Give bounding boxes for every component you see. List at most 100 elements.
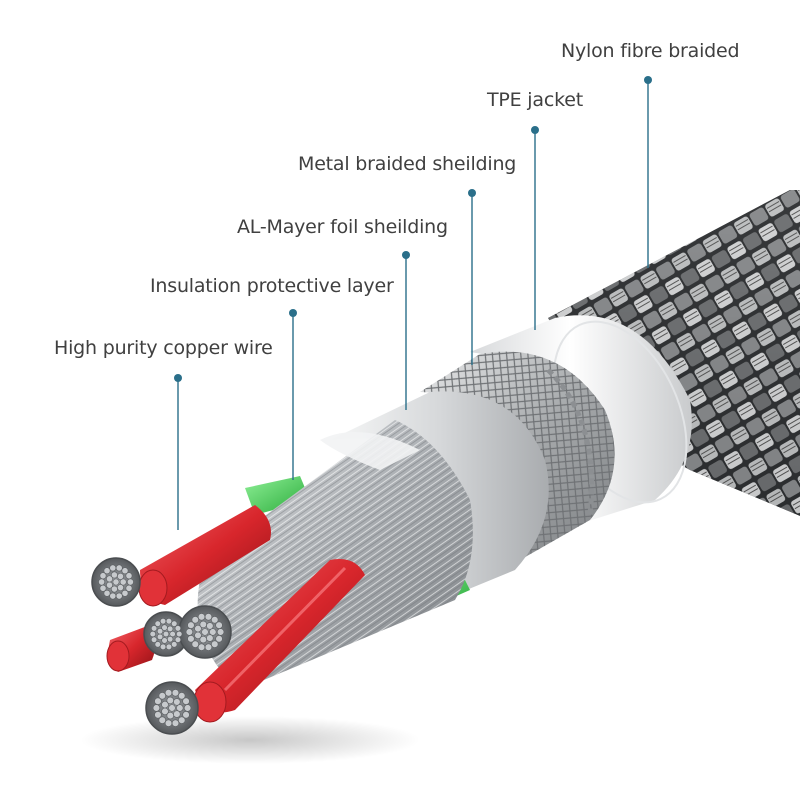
strand-dot	[206, 622, 214, 630]
strand-dot	[201, 628, 209, 636]
strand-dot	[115, 592, 123, 600]
label-tpe: TPE jacket	[487, 89, 583, 111]
strand-dot	[154, 620, 161, 627]
strand-dot	[204, 643, 213, 651]
strand-dot	[171, 620, 178, 627]
strand-dot	[171, 719, 180, 727]
strand-dot	[99, 584, 107, 592]
strand-dot	[117, 572, 124, 580]
strand-dot	[194, 631, 202, 640]
strand-dot	[161, 700, 169, 709]
strand-dot	[197, 643, 206, 651]
strand-dot	[199, 635, 207, 644]
strand-dot	[166, 696, 174, 705]
label-foil: AL-Mayer foil sheilding	[237, 216, 448, 238]
strand-dot	[199, 620, 207, 629]
cable-shadow	[80, 716, 420, 764]
strand-dot	[162, 630, 170, 638]
strand-dot	[191, 640, 199, 648]
strand-dot	[173, 710, 181, 718]
label-insulation: Insulation protective layer	[150, 275, 394, 297]
strand-dot	[183, 704, 192, 712]
strand-dot	[166, 625, 174, 632]
strand-dot	[216, 628, 225, 636]
strand-dot	[161, 624, 168, 631]
strand-dot	[215, 621, 223, 629]
strand-dot	[119, 578, 127, 586]
strand-dot	[121, 567, 129, 575]
strand-dot	[150, 636, 158, 643]
foil-layer	[330, 391, 549, 605]
strand-dot	[164, 689, 173, 697]
strand-dot	[156, 627, 164, 635]
strand-dot	[182, 711, 190, 719]
strand-dot	[165, 643, 173, 651]
strand-dot	[154, 641, 161, 648]
strand-dot	[106, 581, 113, 589]
strand-dot	[178, 692, 186, 700]
strand-dot	[110, 571, 118, 579]
strand-dot	[161, 637, 168, 644]
strand-dot	[174, 636, 182, 643]
strand-dot	[211, 640, 219, 648]
strand-dot	[125, 584, 133, 592]
strand-dot	[166, 711, 174, 720]
strand-dot	[169, 630, 176, 638]
strand-dot	[211, 616, 219, 624]
strand-end-dots	[98, 564, 225, 727]
strand-dot	[103, 589, 111, 597]
strand-dot	[106, 575, 113, 583]
strand-dot	[197, 613, 206, 621]
strand-dot	[126, 578, 134, 586]
strand-dot	[191, 616, 199, 624]
strand-dot	[154, 711, 162, 719]
strand-dot	[103, 567, 111, 575]
strand-dot	[115, 564, 123, 572]
strand-dot	[174, 625, 182, 632]
copper-wires	[106, 505, 365, 723]
metal-braid-layer	[420, 351, 615, 560]
strand-dot	[171, 641, 178, 648]
leader-lines	[174, 76, 652, 530]
strand-dot	[168, 704, 176, 712]
strand-dot	[149, 630, 156, 638]
strand-dot	[185, 628, 194, 636]
strand-dot	[178, 716, 186, 724]
strand-dot	[161, 707, 169, 716]
nylon-braid-layer	[548, 190, 800, 516]
strand-dot	[164, 719, 173, 727]
strand-dot	[159, 617, 167, 625]
strand-dot	[158, 716, 166, 724]
strand-dot	[158, 692, 166, 700]
strand-dot	[173, 698, 181, 706]
strand-dot	[125, 572, 133, 580]
strand-dot	[98, 578, 106, 586]
label-metal-braid: Metal braided sheilding	[298, 153, 517, 175]
strand-dot	[159, 643, 167, 651]
strand-dot	[166, 636, 174, 643]
strand-dot	[176, 630, 183, 638]
strand-dot	[152, 704, 161, 712]
strand-dot	[182, 697, 190, 705]
strand-dot	[112, 578, 120, 586]
strand-dot	[150, 625, 158, 632]
strand-dot	[109, 592, 117, 600]
strand-dot	[176, 704, 184, 712]
strand-dot	[110, 585, 118, 593]
strand-dot	[156, 633, 164, 641]
strand-dot	[99, 572, 107, 580]
strand-dot	[187, 635, 195, 643]
strand-dot	[187, 621, 195, 629]
label-nylon: Nylon fibre braided	[561, 40, 740, 62]
strand-dot	[154, 697, 162, 705]
strand-dot	[121, 589, 129, 597]
strand-dot	[204, 613, 213, 621]
strand-dot	[206, 634, 214, 642]
strand-dot	[194, 624, 202, 633]
strand-dot	[165, 617, 173, 625]
strand-dot	[109, 564, 117, 572]
strand-dot	[209, 628, 217, 636]
strand-dot	[117, 584, 124, 592]
